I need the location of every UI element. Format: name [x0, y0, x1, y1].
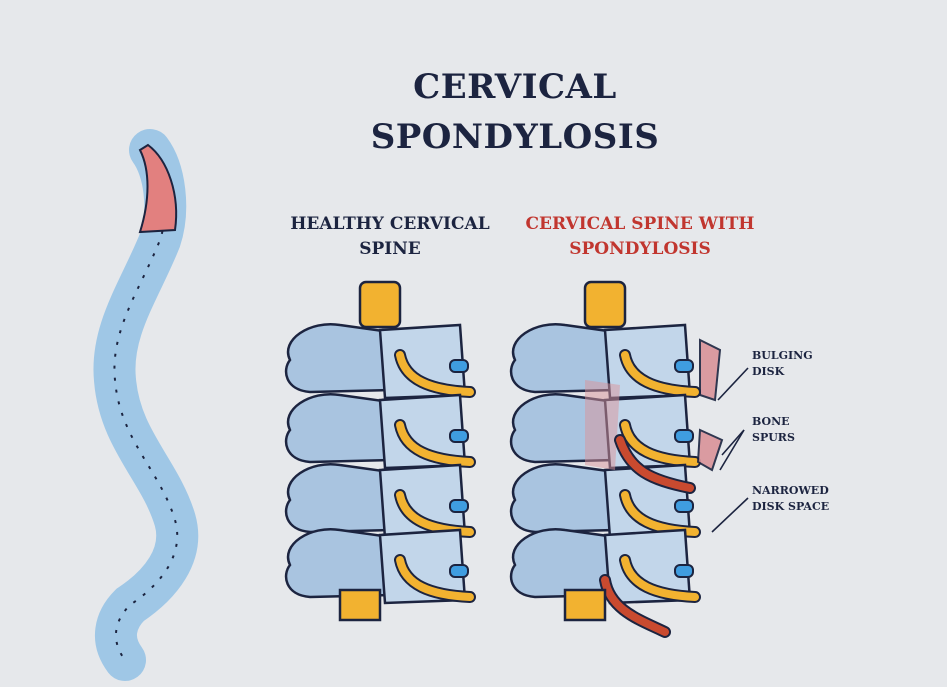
page-title: CERVICAL SPONDYLOSIS — [370, 67, 660, 157]
callout-bulging-disk: BULGING DISK — [752, 349, 813, 378]
healthy-spine-heading: HEALTHY CERVICAL SPINE — [290, 214, 490, 259]
spondylosis-cervical-spine-illustration — [511, 280, 724, 638]
highlighted-cervical-region — [138, 143, 178, 234]
spondylosis-spine-heading: CERVICAL SPINE WITH SPONDYLOSIS — [525, 214, 755, 259]
healthy-cervical-spine-illustration — [286, 280, 470, 622]
full-spine-illustration — [93, 129, 199, 681]
callout-narrowed-disk-space: NARROWED DISK SPACE — [752, 484, 830, 513]
callout-bone-spurs: BONE SPURS — [752, 415, 795, 444]
callout-lines — [711, 367, 749, 533]
